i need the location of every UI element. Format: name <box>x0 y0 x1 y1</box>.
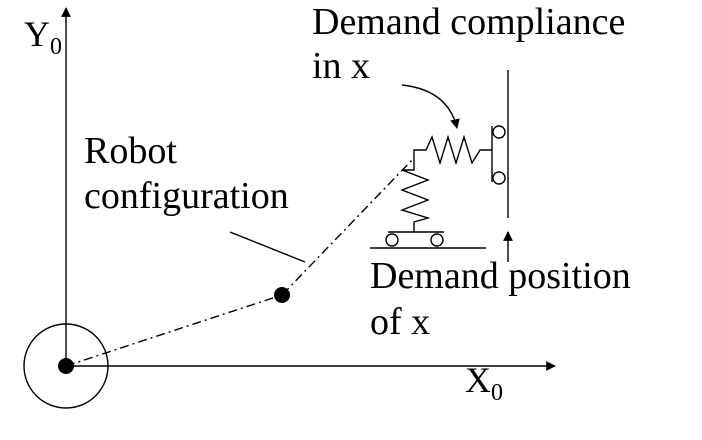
compliance-springs <box>370 70 509 249</box>
x-axis-label: X0 <box>465 360 503 406</box>
base-joint-ring <box>23 323 109 409</box>
configuration-pointer-line <box>229 231 306 263</box>
robot-label-line2: configuration <box>84 175 289 217</box>
elbow-joint-dot <box>274 287 290 303</box>
position-label-line2: of x <box>370 301 430 343</box>
compliance-label-line1: Demand compliance <box>312 1 625 43</box>
robot-label-line1: Robot <box>84 130 177 172</box>
compliance-pointer-arrow <box>401 84 460 129</box>
position-label-line1: Demand position <box>370 255 631 297</box>
compliance-label-line2: in x <box>312 45 370 87</box>
y-axis-label: Y0 <box>24 14 62 60</box>
